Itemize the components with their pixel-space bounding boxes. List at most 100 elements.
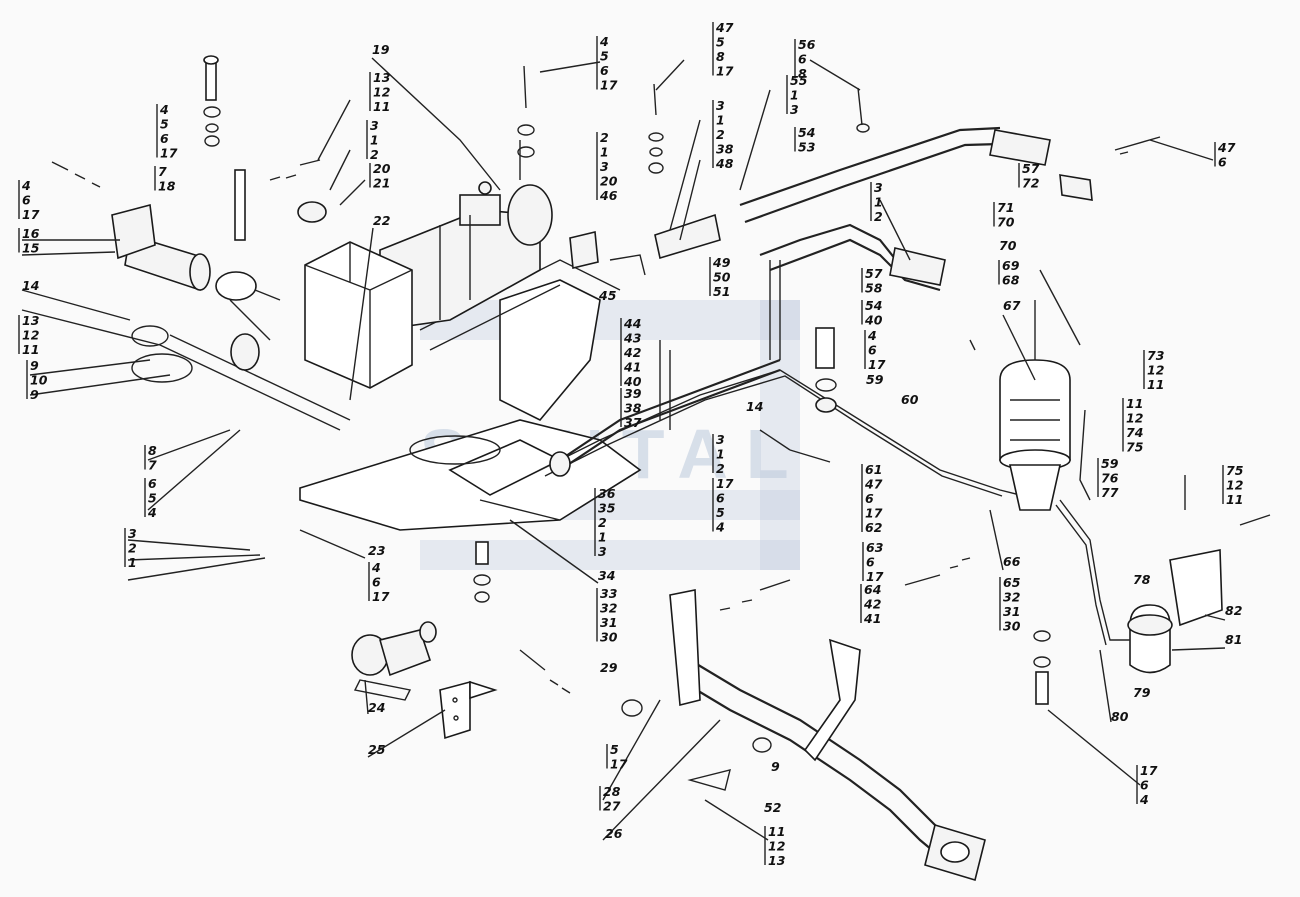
callout-number: 47 [864, 477, 883, 492]
callout-number: 3 [790, 102, 799, 117]
callout-number: 1 [790, 88, 799, 103]
callout-number: 14 [746, 399, 763, 414]
callout-number: 25 [368, 742, 386, 757]
callout-number: 31 [600, 615, 617, 630]
callout-number: 70 [997, 215, 1015, 230]
callout-number: 67 [1003, 298, 1021, 313]
callout-number: 12 [1126, 411, 1143, 426]
callout-number: 61 [865, 462, 882, 477]
callout-number: 76 [1101, 471, 1119, 486]
callout-group: 59 [866, 372, 884, 387]
callout-number: 54 [798, 125, 815, 140]
callout-number: 57 [1022, 161, 1040, 176]
callout-number: 41 [863, 611, 881, 626]
callout-group: 79 [1133, 685, 1151, 700]
callout-number: 2 [600, 130, 609, 145]
callout-group: 23 [368, 543, 385, 558]
callout-number: 10 [30, 373, 48, 388]
callout-number: 4 [159, 102, 169, 117]
callout-number: 33 [600, 586, 617, 601]
callout-number: 6 [1218, 155, 1227, 170]
callout-group: 70 [999, 238, 1017, 253]
callout-number: 11 [1226, 492, 1243, 507]
callout-number: 32 [1003, 590, 1020, 605]
callout-number: 34 [598, 568, 615, 583]
callout-number: 4 [371, 560, 381, 575]
callout-number: 24 [368, 700, 385, 715]
callout-number: 11 [768, 824, 785, 839]
callout-number: 42 [623, 345, 641, 360]
callout-number: 1 [716, 113, 725, 128]
callout-number: 69 [1002, 258, 1020, 273]
callout-number: 17 [865, 506, 883, 521]
callout-number: 82 [1225, 603, 1242, 618]
callout-number: 27 [603, 799, 621, 814]
callout-number: 17 [22, 207, 40, 222]
callout-group: 67 [1003, 298, 1021, 313]
callout-number: 6 [798, 52, 807, 67]
callout-group: 78 [1133, 572, 1151, 587]
frame-base-plate [159, 259, 642, 531]
callout-number: 15 [22, 241, 40, 256]
callout-group: 19 [372, 42, 390, 57]
callout-number: 40 [623, 374, 642, 389]
callout-number: 48 [715, 156, 734, 171]
callout-number: 7 [158, 164, 167, 179]
callout-group: 14 [22, 278, 39, 293]
callout-number: 1 [874, 195, 883, 210]
callout-number: 6 [148, 476, 157, 491]
callout-number: 58 [865, 281, 883, 296]
callout-number: 3 [370, 118, 379, 133]
callout-number: 68 [1002, 273, 1020, 288]
callout-group: 14 [746, 399, 763, 414]
callout-number: 23 [368, 543, 385, 558]
callout-number: 17 [160, 146, 178, 161]
callout-number: 9 [30, 387, 39, 402]
callout-number: 55 [790, 73, 808, 88]
callout-number: 11 [1126, 396, 1143, 411]
callout-number: 3 [600, 159, 609, 174]
callout-group: 34 [598, 568, 615, 583]
callout-number: 2 [128, 541, 137, 556]
callout-group: 87 [144, 443, 157, 473]
callout-number: 11 [22, 342, 39, 357]
callout-number: 41 [623, 360, 641, 375]
callout-group: 22 [373, 213, 390, 228]
callout-number: 17 [866, 569, 884, 584]
callout-number: 5 [716, 505, 725, 520]
callout-number: 2 [874, 209, 883, 224]
callout-number: 19 [372, 42, 390, 57]
callout-number: 4 [715, 520, 725, 535]
callout-group: 80 [1111, 709, 1129, 724]
callout-number: 20 [600, 174, 618, 189]
callout-number: 6 [22, 193, 31, 208]
callout-number: 1 [128, 555, 137, 570]
heater-pipe-right [739, 126, 1093, 360]
callout-number: 6 [868, 343, 877, 358]
callout-group: 45 [598, 288, 617, 303]
callout-number: 8 [716, 49, 725, 64]
callout-group: 312 [870, 180, 883, 224]
callout-number: 28 [603, 784, 621, 799]
callout-number: 4 [1139, 792, 1149, 807]
callout-group: 718 [154, 164, 176, 194]
callout-number: 13 [768, 853, 785, 868]
